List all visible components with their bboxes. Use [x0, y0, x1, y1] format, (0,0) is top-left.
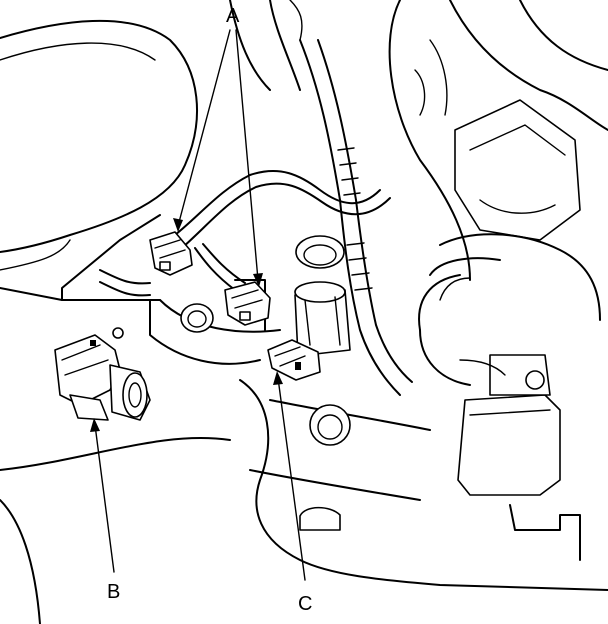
- leader-lines: [90, 29, 306, 581]
- label-c: C: [298, 593, 312, 615]
- connector-a-right: [224, 281, 271, 326]
- connector-a-left: [149, 231, 193, 276]
- cylinder-sensor: [294, 281, 351, 357]
- label-a: A: [226, 5, 240, 27]
- label-b: B: [107, 581, 120, 603]
- component-b: [54, 327, 151, 421]
- harness-corrugation: [337, 147, 373, 291]
- wire-harness: [99, 170, 391, 297]
- grommets: [180, 235, 351, 531]
- connector-c: [267, 339, 321, 381]
